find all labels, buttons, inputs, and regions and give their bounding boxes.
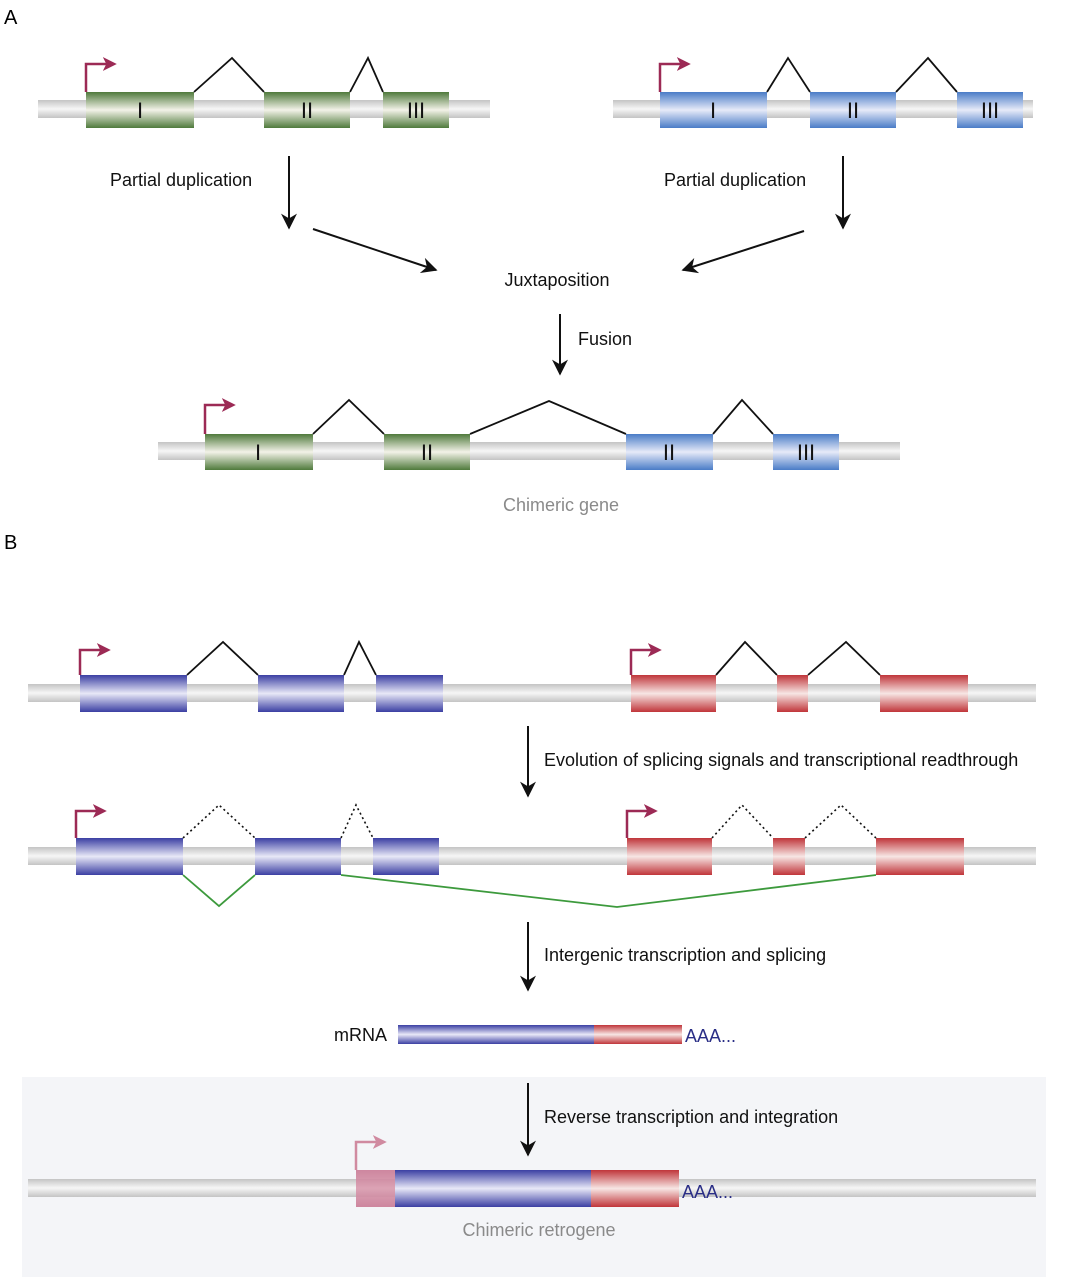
exon-red-1 [631,675,716,712]
diagonal-arrow [681,230,805,274]
promoter-arrow-icon [78,643,111,675]
genes-row-1 [28,639,1036,712]
dotted-intron-line [804,803,877,839]
alternative-splice-line [182,874,256,908]
intron-line [343,639,377,676]
panel-b-label: B [4,532,17,554]
exon-green-2 [264,92,350,128]
exon-purple-2 [258,675,344,712]
polya-tail: AAA... [685,1026,736,1046]
exon-blue-2 [626,434,713,470]
mrna-purple-segment [398,1025,594,1044]
retro-red-segment [591,1170,679,1207]
intron-line [807,640,881,676]
intron-line [895,56,958,93]
intron-line [186,640,259,676]
promoter-arrow-icon [629,643,662,675]
exon-purple-3 [376,675,443,712]
intron-line [193,56,265,93]
partial-duplication-label-right: Partial duplication [664,170,806,190]
exon-label: II [663,440,675,465]
exon-green-1 [205,434,313,470]
chimeric-retrogene-caption: Chimeric retrogene [462,1220,615,1240]
promoter-arrow-icon [84,57,117,92]
mrna-red-segment [594,1025,682,1044]
evolution-label: Evolution of splicing signals and transc… [544,750,1018,770]
gene-blue: I II III [613,56,1033,128]
exon-purple-3 [373,838,439,875]
exon-purple-1 [76,838,183,875]
promoter-arrow-icon [658,57,691,92]
exon-label: III [981,98,999,123]
retro-purple-segment [395,1170,591,1207]
retro-promoter-region [356,1170,395,1207]
exon-red-2 [773,838,805,875]
gene-green: I II III [38,55,490,128]
promoter-arrow-icon [625,804,658,838]
intron-line [349,55,384,93]
promoter-arrow-icon [74,804,107,838]
chimeric-gene: I II II III [158,398,900,470]
exon-blue-3 [957,92,1023,128]
exon-label: II [847,98,859,123]
exon-red-2 [777,675,808,712]
exon-blue-1 [660,92,767,128]
juxtaposition-label: Juxtaposition [504,270,609,290]
exon-label: III [407,98,425,123]
alternative-splice-line [340,874,877,908]
dotted-intron-line [711,803,774,839]
exon-label: I [255,440,261,465]
exon-purple-2 [255,838,341,875]
exon-label: I [710,98,716,123]
polya-tail: AAA... [682,1182,733,1202]
mrna: mRNA AAA... [334,1025,736,1046]
diagonal-arrow [312,228,438,274]
exon-red-3 [876,838,964,875]
genes-row-2 [28,803,1036,908]
exon-blue-3 [773,434,839,470]
panel-a-label: A [4,7,18,29]
exon-purple-1 [80,675,187,712]
exon-green-1 [86,92,194,128]
exon-green-3 [383,92,449,128]
chimeric-retrogene: AAA... [28,1135,1036,1207]
mrna-label: mRNA [334,1025,387,1045]
intron-line [712,398,774,435]
exon-green-2 [384,434,470,470]
promoter-arrow-icon [203,398,236,434]
intron-line [715,640,778,676]
exon-red-3 [880,675,968,712]
exon-label: III [797,440,815,465]
dotted-intron-line [182,803,256,839]
exon-label: II [301,98,313,123]
intergenic-label: Intergenic transcription and splicing [544,945,826,965]
dna-strand [158,442,900,460]
reverse-transcription-label: Reverse transcription and integration [544,1107,838,1127]
exon-blue-2 [810,92,896,128]
intron-line [469,400,627,435]
promoter-arrow-icon [354,1135,387,1170]
exon-label: I [137,98,143,123]
fusion-label: Fusion [578,329,632,349]
chimeric-gene-caption: Chimeric gene [503,495,619,515]
partial-duplication-label-left: Partial duplication [110,170,252,190]
intron-line [766,56,811,93]
exon-red-1 [627,838,712,875]
dotted-intron-line [340,803,374,839]
exon-label: II [421,440,433,465]
intron-line [312,398,385,435]
